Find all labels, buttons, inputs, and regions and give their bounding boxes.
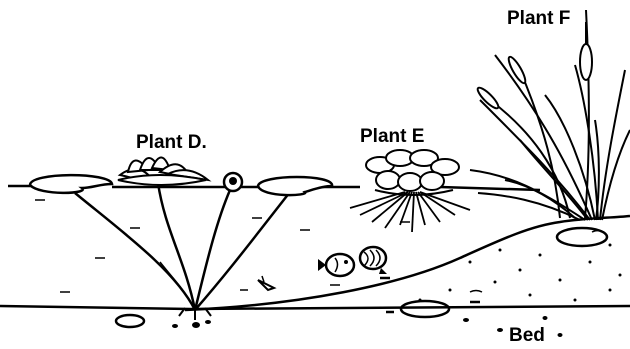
bank-speckles bbox=[419, 231, 622, 302]
plant-d-water-lily bbox=[30, 157, 332, 320]
plant-e-label: Plant E bbox=[360, 127, 424, 146]
snail-icon bbox=[258, 276, 274, 290]
bed-pebbles bbox=[172, 316, 563, 337]
plant-f-label: Plant F bbox=[507, 9, 570, 28]
bed-label: Bed bbox=[509, 326, 545, 345]
plant-d-label: Plant D. bbox=[136, 133, 207, 152]
plant-e-floating-plant bbox=[350, 150, 470, 232]
pond-bed-line bbox=[0, 306, 630, 309]
bank-pebbles bbox=[116, 228, 607, 327]
fish-icon bbox=[318, 247, 387, 276]
